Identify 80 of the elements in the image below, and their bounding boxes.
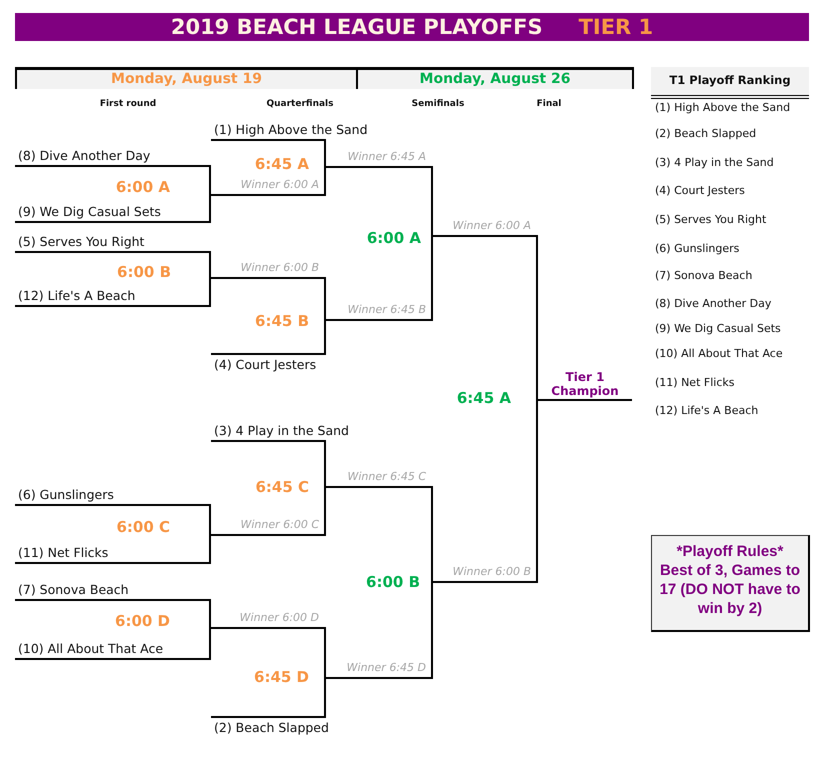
winner-slot: Winner 6:45 D	[326, 659, 431, 679]
team-slot: (8) Dive Another Day	[15, 147, 209, 167]
bracket-line	[208, 194, 212, 223]
team-slot: (6) Gunslingers	[15, 486, 209, 506]
date-header: Monday, August 26	[358, 67, 634, 89]
ranking-entry: (1) High Above the Sand	[655, 101, 790, 115]
ranking-entry: (8) Dive Another Day	[655, 297, 772, 311]
bracket-line	[208, 627, 212, 660]
rules-text: Best of 3, Games to 17 (DO NOT have to win by 2)	[658, 561, 802, 618]
team-slot: (11) Net Flicks	[15, 544, 209, 564]
winner-slot: Winner 6:45 B	[326, 301, 431, 321]
ranking-entry: (10) All About That Ace	[655, 347, 783, 361]
bracket-line	[430, 235, 434, 321]
bracket-line	[208, 599, 212, 629]
ranking-header: T1 Playoff Ranking	[651, 67, 809, 99]
match-time: 6:00 A	[116, 178, 170, 196]
team-slot: (7) Sonova Beach	[15, 581, 209, 601]
bracket-line	[324, 440, 326, 488]
match-time: 6:45 B	[255, 312, 309, 330]
date-header: Monday, August 19	[15, 67, 358, 89]
bracket-line	[324, 277, 326, 321]
title: 2019 BEACH LEAGUE PLAYOFFS	[170, 15, 543, 39]
ranking-entry: (12) Life's A Beach	[655, 404, 758, 418]
winner-slot: Winner 6:00 B	[211, 259, 324, 279]
ranking-entry: (7) Sonova Beach	[655, 269, 752, 283]
winner-slot: Winner 6:00 C	[211, 516, 324, 536]
bracket-line	[208, 534, 212, 564]
team-slot: (2) Beach Slapped	[211, 716, 332, 736]
ranking-entry: (11) Net Flicks	[655, 376, 734, 390]
column-heading: First round	[100, 98, 156, 110]
column-heading: Final	[536, 98, 562, 110]
ranking-entry: (6) Gunslingers	[655, 242, 740, 256]
champion-slot: Tier 1 Champion	[538, 367, 632, 401]
bracket-line	[324, 486, 326, 536]
bracket-line	[535, 235, 539, 401]
bracket-line	[535, 399, 539, 583]
match-time: 6:45 C	[255, 478, 309, 496]
rules-heading: *Playoff Rules*	[676, 542, 784, 561]
rules-box	[651, 535, 810, 632]
winner-slot: Winner 6:45 C	[326, 468, 431, 488]
bracket-line	[324, 677, 326, 718]
column-heading: Semifinals	[412, 98, 464, 110]
bracket-line	[430, 486, 434, 583]
match-time: 6:00 D	[115, 612, 170, 630]
winner-slot: Winner 6:00 A	[211, 176, 324, 196]
ranking-entry: (4) Court Jesters	[655, 184, 745, 198]
winner-slot: Winner 6:45 A	[326, 148, 431, 168]
ranking-entry: (2) Beach Slapped	[655, 127, 756, 141]
bracket-line	[208, 251, 212, 279]
team-slot: (4) Court Jesters	[211, 353, 324, 373]
match-time: 6:00 A	[366, 229, 421, 247]
tier-label: TIER 1	[578, 15, 654, 39]
team-slot: (9) We Dig Casual Sets	[15, 203, 209, 223]
team-slot: (3) 4 Play in the Sand	[211, 422, 352, 442]
bracket-line	[430, 166, 434, 237]
bracket-line	[324, 319, 326, 355]
bracket-line	[208, 165, 212, 196]
team-slot: (5) Serves You Right	[15, 233, 209, 253]
team-slot: (1) High Above the Sand	[211, 121, 371, 141]
match-time: 6:45 A	[456, 389, 511, 407]
ranking-entry: (3) 4 Play in the Sand	[655, 156, 774, 170]
winner-slot: Winner 6:00 D	[211, 609, 324, 629]
bracket-line	[324, 139, 326, 168]
match-time: 6:00 C	[116, 518, 170, 536]
winner-slot: Winner 6:00 B	[433, 563, 536, 583]
match-time: 6:00 B	[366, 573, 420, 591]
bracket-line	[430, 581, 434, 679]
bracket-line	[208, 504, 212, 536]
bracket-line	[208, 277, 212, 307]
bracket-line	[324, 627, 326, 679]
team-slot: (12) Life's A Beach	[15, 287, 209, 307]
bracket-line	[324, 166, 326, 196]
column-heading: Quarterfinals	[266, 98, 334, 110]
team-slot: (10) All About That Ace	[15, 640, 209, 660]
match-time: 6:45 A	[254, 155, 309, 173]
match-time: 6:00 B	[117, 263, 171, 281]
ranking-entry: (5) Serves You Right	[655, 213, 766, 227]
ranking-entry: (9) We Dig Casual Sets	[655, 322, 781, 336]
match-time: 6:45 D	[254, 668, 309, 686]
winner-slot: Winner 6:00 A	[433, 217, 536, 237]
